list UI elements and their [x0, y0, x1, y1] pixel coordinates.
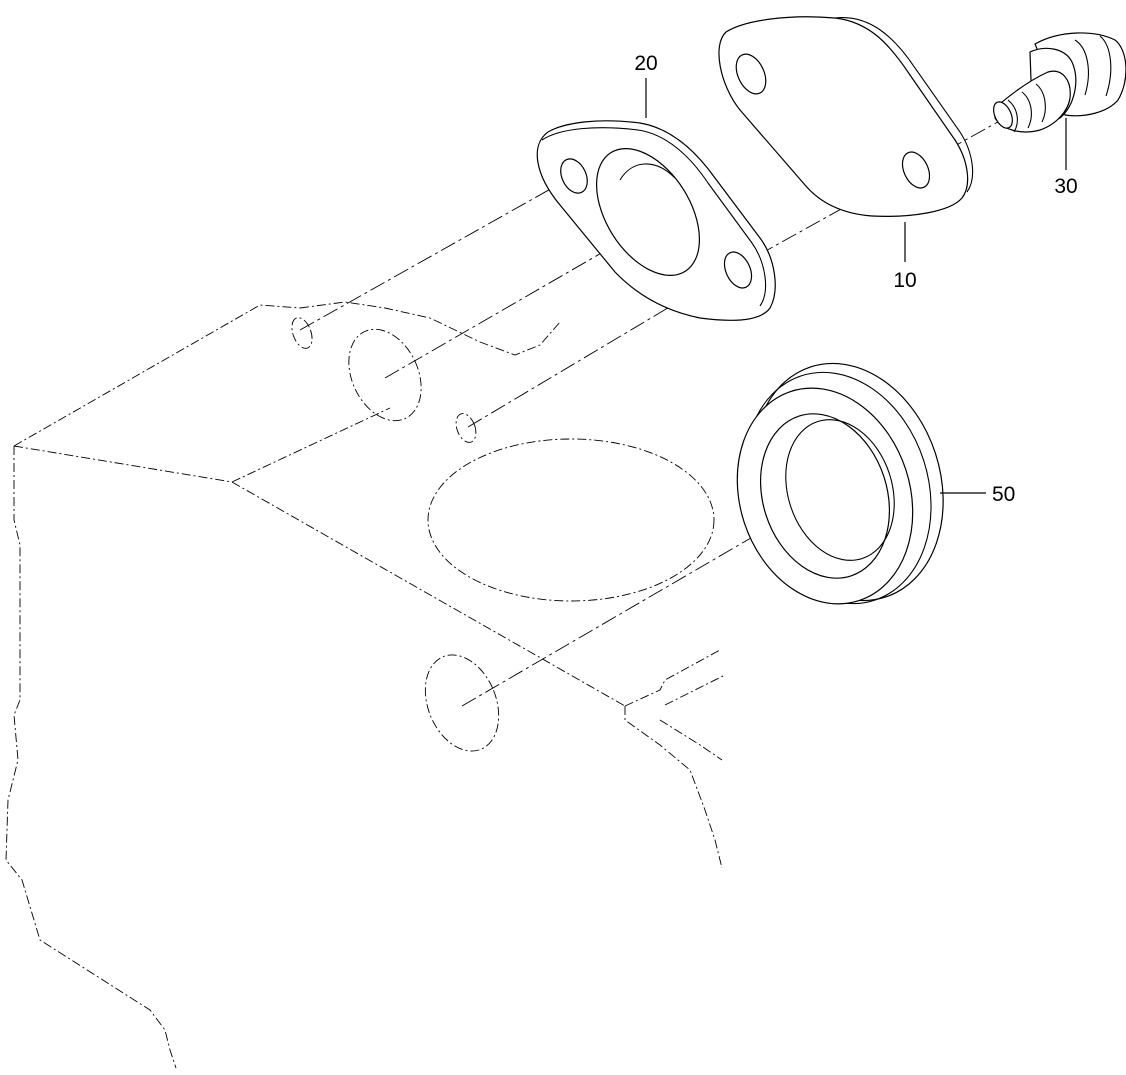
- engine-housing-phantom: [5, 301, 726, 1069]
- callout-labels: 20 10 30 50: [634, 52, 1077, 506]
- callout-50: 50: [992, 483, 1015, 506]
- callout-20: 20: [634, 52, 657, 75]
- part-20-gasket: [536, 120, 776, 321]
- part-50-seal-ring: [736, 362, 944, 605]
- leader-lines: [645, 78, 1067, 494]
- callout-10: 10: [893, 269, 916, 292]
- callout-30: 30: [1054, 175, 1077, 198]
- part-10-cover-plate: [718, 16, 974, 217]
- part-30-fitting: [993, 32, 1126, 133]
